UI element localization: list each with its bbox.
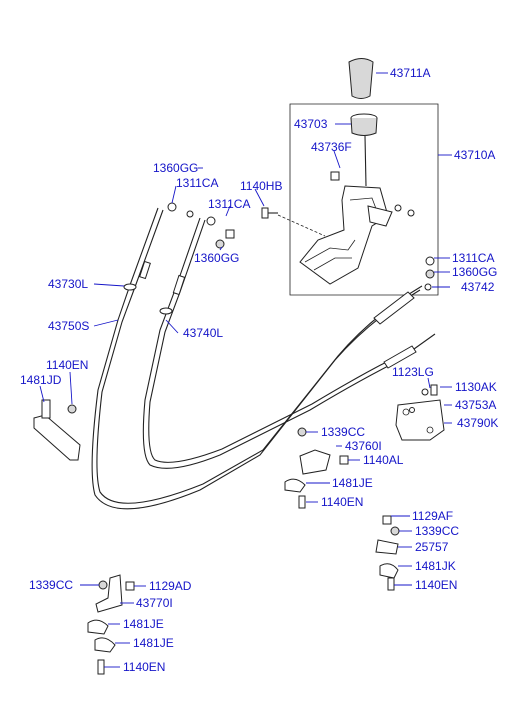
label-1481JK[interactable]: 1481JK (415, 559, 456, 573)
bracket-43770I-group (87, 574, 135, 675)
label-43770I[interactable]: 43770I (136, 596, 173, 610)
label-43730L[interactable]: 43730L (48, 277, 88, 291)
label-1360GG-b[interactable]: 1360GG (194, 251, 239, 265)
label-1311CA-r[interactable]: 1311CA (452, 251, 494, 265)
shift-assembly-outline (289, 103, 439, 296)
bracket-43790K (395, 384, 445, 441)
cable-end-hardware (167, 202, 435, 291)
label-1140AL[interactable]: 1140AL (363, 453, 404, 467)
label-43710A[interactable]: 43710A (454, 148, 495, 162)
label-1481JE-b[interactable]: 1481JE (123, 617, 164, 631)
shift-boot (350, 117, 378, 136)
cable-adjuster-a (373, 291, 415, 325)
label-25757[interactable]: 25757 (415, 540, 449, 554)
label-43742[interactable]: 43742 (461, 280, 495, 294)
label-1360GG-r[interactable]: 1360GG (452, 265, 497, 279)
label-1140HB[interactable]: 1140HB (240, 179, 282, 193)
label-43753A[interactable]: 43753A (455, 398, 496, 412)
leader-lines (39, 72, 452, 668)
cable-adjuster-b (383, 345, 417, 369)
label-43740L[interactable]: 43740L (183, 326, 223, 340)
label-1481JE-a[interactable]: 1481JE (332, 476, 373, 490)
label-1140EN-c[interactable]: 1140EN (415, 578, 457, 592)
label-1339CC-b[interactable]: 1339CC (415, 524, 459, 538)
cable-43730L (91, 207, 423, 510)
shift-lever-assembly (277, 58, 439, 296)
label-43750S[interactable]: 43750S (48, 319, 89, 333)
clamp-25757-group (375, 515, 400, 591)
label-43736F[interactable]: 43736F (311, 140, 352, 154)
shift-lever-rod (364, 135, 367, 187)
shift-knob (348, 58, 374, 99)
label-1129AF[interactable]: 1129AF (412, 509, 453, 523)
label-1140EN-d[interactable]: 1140EN (123, 660, 165, 674)
label-1123LG[interactable]: 1123LG (392, 365, 434, 379)
label-1481JE-c[interactable]: 1481JE (133, 636, 174, 650)
bracket-1481JD (33, 399, 81, 461)
label-1481JD[interactable]: 1481JD (20, 373, 62, 387)
label-1311CA-a[interactable]: 1311CA (176, 176, 218, 190)
label-1311CA-b[interactable]: 1311CA (208, 197, 250, 211)
label-1130AK[interactable]: 1130AK (455, 380, 497, 394)
cable-43740L (142, 217, 436, 469)
shift-housing (299, 185, 389, 285)
label-1339CC-a[interactable]: 1339CC (321, 425, 365, 439)
label-43703[interactable]: 43703 (294, 117, 328, 131)
label-1129AD[interactable]: 1129AD (149, 579, 192, 593)
bolt-1140HB (261, 207, 278, 219)
label-1339CC-c[interactable]: 1339CC (29, 578, 73, 592)
label-43711A[interactable]: 43711A (390, 66, 430, 80)
label-43760I[interactable]: 43760I (345, 439, 382, 453)
label-1140EN-a[interactable]: 1140EN (46, 358, 88, 372)
label-43790K[interactable]: 43790K (457, 416, 498, 430)
part-labels: 43711A 43703 43736F 43710A 1360GG 1311CA… (20, 66, 498, 674)
label-1140EN-b[interactable]: 1140EN (321, 495, 363, 509)
label-1360GG-top[interactable]: 1360GG (153, 161, 198, 175)
shift-bracket (367, 205, 393, 227)
shift-bushing (330, 171, 340, 181)
